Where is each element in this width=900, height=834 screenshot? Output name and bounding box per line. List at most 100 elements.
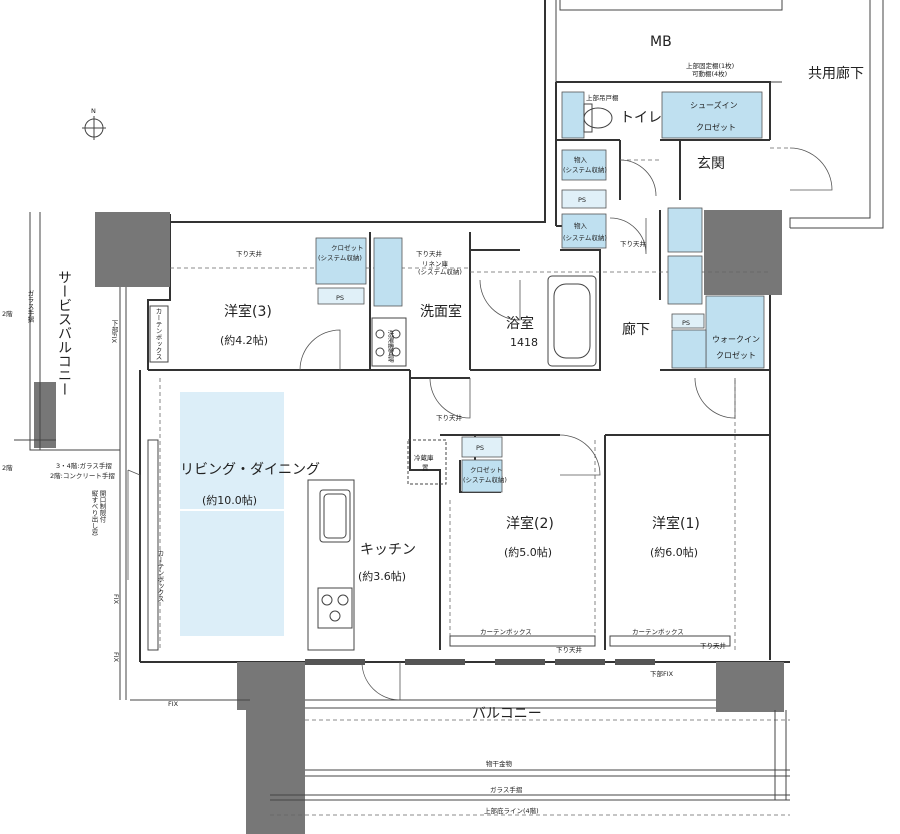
washer-area [371,317,407,367]
walkin-label-2: クロゼット [716,350,756,360]
shelf-note-2: 可動棚(4枚) [692,69,727,78]
storage-system: (システム収納) [563,233,607,242]
ps-label: PS [476,444,484,452]
toilet-cabinet [561,91,585,139]
north-label: N [91,107,96,115]
washer-label: 洗濯機置場 [386,329,394,364]
storage-label: 物入 [574,221,588,230]
linen-label: リネン庫 [422,259,449,268]
ps-box [461,436,503,458]
bath-size: 1418 [510,336,538,349]
column [237,662,305,710]
kitchen-label: キッチン [360,542,416,558]
genkan-label: 玄関 [697,155,725,172]
living-label: リビング・ダイニング [180,462,320,478]
balcony-lines [130,699,790,816]
glass-rail-label: ガラス手摺 [26,290,34,324]
sink-icon [323,493,347,539]
shoes-closet-label: クロゼット [696,122,736,132]
storage-units [315,91,765,493]
closet-w2 [461,459,503,493]
bath-label: 浴室 [506,315,534,332]
storage-system: (システム収納) [563,165,607,174]
western3-label: 洋室(3) [224,303,272,320]
walkin-label-1: ウォークイン [712,335,760,344]
closet-system: (システム収納) [318,253,362,262]
ceiling-note: 下り天井 [236,249,263,258]
shoes-in-label: シューズイン [690,100,738,110]
drying-hardware-label: 物干金物 [486,759,513,768]
service-balcony-label: サービスバルコニー [56,270,72,396]
living-size: (約10.0帖) [202,493,257,507]
storage-box [561,149,607,181]
north-arrow-icon: N [82,107,106,140]
walkin-closet-side [671,329,707,369]
living-highlight [180,392,284,636]
stove-icon [317,587,353,629]
hallway-label: 廊下 [622,321,650,338]
common-corridor-label: 共用廊下 [808,65,864,82]
walkin-closet [705,295,765,369]
service-balcony-area [14,212,127,700]
closet-label: クロゼット [331,243,364,252]
linen-system: (システム収納) [418,267,462,276]
curtain-boxes [147,305,731,651]
lower-fix-label: 下部FIX [650,669,674,678]
ps-label: PS [578,196,586,204]
ps-box [671,313,705,329]
rail-2f-label: 2階 [2,309,13,318]
ps-box [317,287,365,305]
curtain-box-label: カーテンボックス [154,308,162,361]
ceiling-note: 下り天井 [700,641,727,650]
kitchen-counter [307,439,447,651]
western3-size: (約4.2帖) [220,333,268,347]
annotations: 上部固定棚(1枚) 可動棚(4枚) 上部吊戸棚 下り天井 下り天井 下り天井 下… [2,61,734,815]
column [34,382,56,448]
curtain-box-label: カーテンボックス [156,550,164,603]
ps-box [561,189,607,209]
curtain-box-label: カーテンボックス [480,628,532,636]
room-labels: MB 共用廊下 トイレ 玄関 シューズイン クロゼット 洋室(3) (約4.2帖… [56,34,864,722]
bathtub-icon [547,275,597,367]
fix-label: FIX [112,652,120,663]
column [95,212,170,287]
column [246,710,305,834]
closet-w3 [315,237,367,285]
column [704,210,782,295]
lower-fix-label: 下部FIX [110,320,118,344]
storage-label: 物入 [574,155,588,164]
curtain-box-label: カーテンボックス [632,628,684,636]
kitchen-size: (約3.6帖) [358,569,406,583]
ceiling-note: 下り天井 [556,645,583,654]
closet-system: (システム収納) [463,475,507,484]
shelf-note-1: 上部固定棚(1枚) [686,61,734,70]
western2-label: 洋室(2) [506,515,554,532]
rail-2f-label: 2階 [2,463,13,472]
ps-label: PS [682,319,690,327]
shoes-closet [661,91,763,139]
fridge-label-2: 置 [422,464,429,472]
fix-label: FIX [168,700,179,708]
column [716,662,784,712]
storage-box [667,207,703,253]
concrete-rail-label: 2階:コンクリート手摺 [50,471,115,480]
linen-rack [373,237,403,307]
western2-size: (約5.0帖) [504,545,552,559]
window-note: 縦すべり出し窓 [90,489,98,536]
glass-rail-bottom-label: ガラス手摺 [490,785,523,794]
window-note-2: 開口制限付 [98,490,106,524]
toilet-label: トイレ [620,110,662,126]
upper-cabinet-note: 上部吊戸棚 [586,93,619,102]
ps-label: PS [336,294,344,302]
fix-label: FIX [112,594,120,605]
mb-label: MB [650,34,672,50]
washroom-label: 洗面室 [420,303,462,320]
western1-label: 洋室(1) [652,515,700,532]
south-windows [305,659,655,665]
balcony-label: バルコニー [472,706,542,722]
ceiling-note: 下り天井 [436,413,463,422]
upper-eave-label: 上部庇ライン(4階) [484,806,539,815]
fridge-label-1: 冷蔵庫 [414,453,434,462]
rail-34-label: 3・4階:ガラス手摺 [56,461,112,470]
